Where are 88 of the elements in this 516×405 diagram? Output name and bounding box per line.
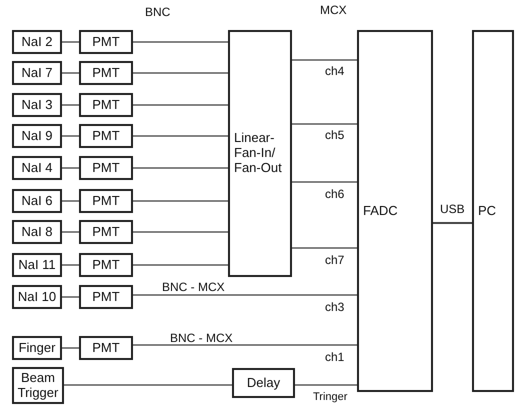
connector-line — [433, 222, 472, 224]
block-label: Beam Trigger — [16, 370, 60, 400]
connector-line — [62, 41, 79, 43]
edge-label: ch6 — [325, 188, 344, 200]
block-box — [79, 220, 133, 244]
block-label: NaI 8 — [21, 224, 53, 240]
block-label: Delay — [246, 376, 280, 390]
block-box — [12, 285, 62, 309]
block-label: PMT — [92, 340, 120, 356]
connector-line — [62, 72, 79, 74]
connector-line — [292, 123, 357, 125]
block-box — [12, 253, 62, 277]
block-label: NaI 4 — [21, 160, 53, 176]
block-box — [79, 61, 133, 85]
block-box — [357, 30, 433, 392]
block-label: NaI 10 — [18, 290, 56, 304]
connector-line — [62, 104, 79, 106]
connector-line — [133, 41, 228, 43]
block-box — [79, 253, 133, 277]
connector-line — [292, 181, 357, 183]
cable-type-label: MCX — [320, 4, 347, 16]
connector-line — [62, 347, 79, 349]
connector-line — [62, 200, 79, 202]
connector-line — [64, 384, 232, 386]
block-label: NaI 7 — [21, 66, 53, 80]
edge-label: ch5 — [325, 129, 344, 141]
connector-line — [62, 264, 79, 266]
block-label: PMT — [92, 290, 120, 304]
block-label: PMT — [92, 160, 120, 176]
block-box — [79, 124, 133, 148]
block-box — [12, 220, 62, 244]
block-label: PMT — [92, 224, 120, 240]
block-box — [79, 30, 133, 54]
connector-line — [62, 135, 79, 137]
block-label: PMT — [92, 258, 120, 272]
edge-label: ch7 — [325, 254, 344, 266]
block-label: PMT — [92, 66, 120, 80]
block-box — [12, 189, 62, 213]
connector-line — [133, 135, 228, 137]
block-box — [232, 368, 295, 398]
block-box — [79, 189, 133, 213]
block-box — [228, 30, 292, 277]
connector-line — [292, 247, 357, 249]
edge-label: ch4 — [325, 65, 344, 77]
block-box — [12, 124, 62, 148]
connector-line — [62, 231, 79, 233]
block-label: FADC — [363, 204, 398, 218]
edge-label: ch1 — [325, 351, 344, 363]
connector-line — [133, 167, 228, 169]
block-label: NaI 2 — [21, 34, 53, 50]
block-label: NaI 6 — [21, 194, 53, 208]
block-label: PMT — [92, 98, 120, 112]
connector-line — [133, 294, 357, 296]
connector-line — [133, 231, 228, 233]
block-label: NaI 3 — [21, 98, 53, 112]
block-box — [12, 336, 62, 360]
cable-type-label: BNC - MCX — [170, 332, 233, 344]
cable-type-label: BNC — [145, 6, 170, 18]
connector-line — [133, 72, 228, 74]
block-box — [79, 285, 133, 309]
block-box — [12, 61, 62, 85]
connector-line — [133, 104, 228, 106]
edge-label: Tringer — [313, 392, 348, 403]
connector-line — [133, 200, 228, 202]
block-label: NaI 9 — [21, 128, 53, 144]
block-label: Linear- Fan-In/ Fan-Out — [234, 131, 283, 176]
block-box — [12, 30, 62, 54]
connector-line — [295, 384, 357, 386]
block-label: PMT — [92, 128, 120, 144]
block-box — [79, 93, 133, 117]
block-label: PMT — [92, 34, 120, 50]
connector-line — [133, 344, 357, 346]
block-box — [472, 30, 514, 392]
block-label: Finger — [18, 340, 56, 356]
connector-line — [62, 167, 79, 169]
block-label: PMT — [92, 194, 120, 208]
edge-label: ch3 — [325, 301, 344, 313]
block-box — [79, 156, 133, 180]
block-box — [12, 156, 62, 180]
block-label: NaI 11 — [18, 258, 56, 272]
edge-label: USB — [440, 203, 465, 215]
block-box — [79, 336, 133, 360]
connector-line — [133, 264, 228, 266]
connector-line — [62, 296, 79, 298]
connector-line — [292, 59, 357, 61]
block-label: PC — [478, 204, 496, 218]
block-box — [12, 93, 62, 117]
cable-type-label: BNC - MCX — [162, 281, 225, 293]
